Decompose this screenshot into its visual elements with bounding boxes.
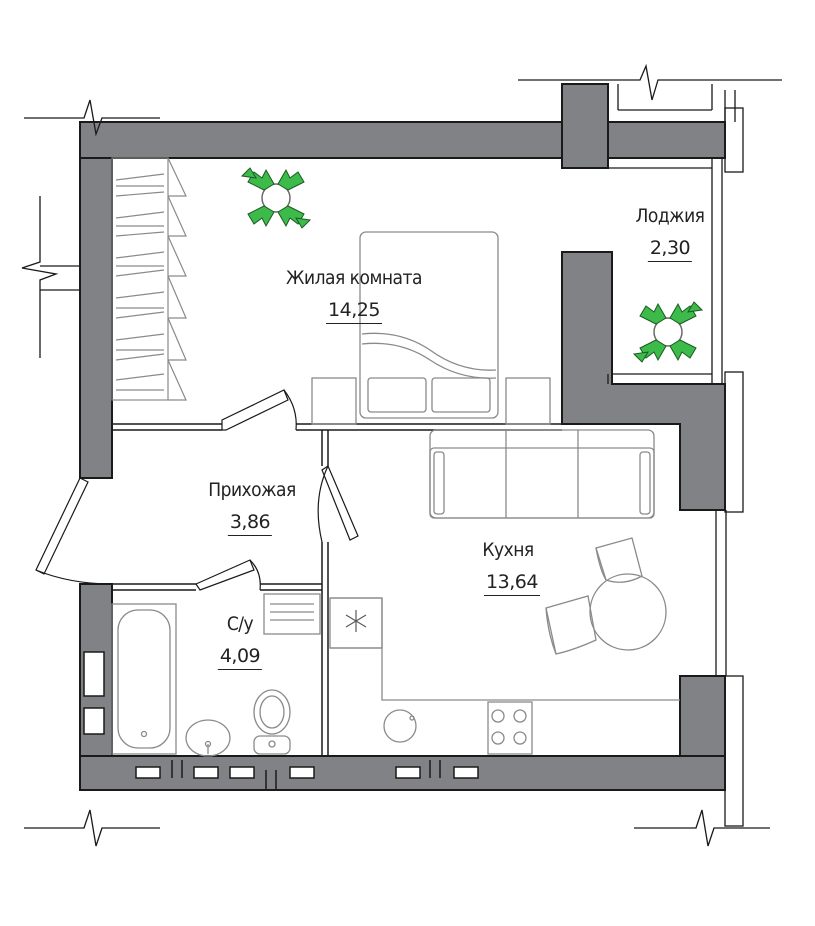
room-name-living: Жилая комната [286, 267, 422, 289]
door-kitchen [321, 465, 359, 541]
fridge [329, 597, 383, 649]
walls [79, 83, 726, 791]
bathtub [111, 603, 177, 755]
dining-set [545, 537, 667, 655]
sofa [429, 429, 655, 519]
room-name-hallway: Прихожая [208, 479, 296, 501]
kitchen-counter [329, 597, 680, 755]
room-name-loggia: Лоджия [635, 205, 705, 227]
washing-machine [263, 593, 321, 635]
wall-central-block [561, 251, 726, 511]
bathroom-fixtures [111, 593, 321, 757]
door-living [221, 389, 289, 431]
bed [311, 231, 551, 425]
room-name-bathroom: С/у [226, 613, 254, 635]
room-name-kitchen: Кухня [482, 539, 534, 561]
room-area-kitchen: 13,64 [484, 570, 540, 596]
wall-slots [83, 651, 479, 790]
door-entrance [35, 477, 89, 575]
door-bathroom [195, 559, 255, 591]
stove [487, 701, 533, 755]
toilet [253, 689, 291, 735]
room-area-hallway: 3,86 [227, 510, 273, 536]
room-area-loggia: 2,30 [647, 236, 693, 262]
wardrobe [111, 157, 187, 401]
snowflake-icon [345, 610, 367, 632]
plant-icon-loggia [632, 301, 704, 363]
sink [185, 719, 231, 757]
plant-icon-living [240, 167, 312, 229]
doors [35, 389, 359, 591]
room-area-living: 14,25 [326, 298, 382, 324]
wall-loggia-top [607, 121, 726, 159]
break-lines [21, 63, 782, 847]
room-area-bathroom: 4,09 [217, 644, 263, 670]
wall-left-upper [79, 121, 113, 479]
wall-top [79, 121, 563, 159]
wall-column-top [561, 83, 609, 169]
